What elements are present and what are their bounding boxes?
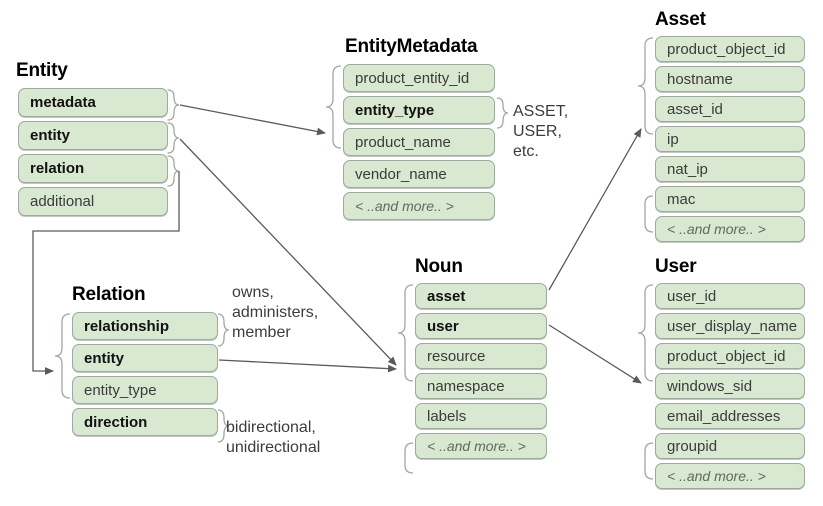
field-row[interactable]: asset_id xyxy=(655,96,805,122)
field-row[interactable]: product_name xyxy=(343,128,495,156)
wire-user-to-user xyxy=(548,324,642,384)
field-row[interactable]: < ..and more.. > xyxy=(343,192,495,220)
field-row[interactable]: entity_type xyxy=(72,376,218,404)
wire-metadata-to-entitymetadata xyxy=(179,104,326,136)
field-row[interactable]: < ..and more.. > xyxy=(655,463,805,489)
field-row[interactable]: user_display_name xyxy=(655,313,805,339)
field-row[interactable]: hostname xyxy=(655,66,805,92)
group-title-relation: Relation xyxy=(72,284,146,305)
field-row[interactable]: asset xyxy=(415,283,547,309)
field-row[interactable]: windows_sid xyxy=(655,373,805,399)
brace-relation-left xyxy=(54,313,71,399)
field-row[interactable]: product_object_id xyxy=(655,343,805,369)
field-row[interactable]: nat_ip xyxy=(655,156,805,182)
field-row[interactable]: < ..and more.. > xyxy=(415,433,547,459)
field-row[interactable]: product_entity_id xyxy=(343,64,495,92)
group-title-noun: Noun xyxy=(415,256,463,277)
field-row[interactable]: product_object_id xyxy=(655,36,805,62)
brace-asset-left xyxy=(637,37,654,135)
brace-entity-type xyxy=(496,97,509,129)
brace-entity-relation xyxy=(167,155,180,187)
field-row[interactable]: labels xyxy=(415,403,547,429)
brace-user-left xyxy=(637,284,654,382)
group-title-entity: Entity xyxy=(16,60,68,81)
annotation-direction-values: bidirectional, unidirectional xyxy=(226,419,321,456)
group-title-entitymetadata: EntityMetadata xyxy=(345,36,478,57)
field-row[interactable]: entity_type xyxy=(343,96,495,124)
field-row[interactable]: < ..and more.. > xyxy=(655,216,805,242)
field-row[interactable]: entity xyxy=(72,344,218,372)
brace-noun-left xyxy=(397,284,414,382)
field-row[interactable]: metadata xyxy=(18,88,168,117)
field-row[interactable]: direction xyxy=(72,408,218,436)
field-row[interactable]: relation xyxy=(18,154,168,183)
annotation-relationship-values: owns, administers, member xyxy=(232,284,319,341)
annotation-entity-type-values: ASSET, USER, etc. xyxy=(513,103,569,160)
field-row[interactable]: relationship xyxy=(72,312,218,340)
brace-entity-entity xyxy=(167,122,180,154)
brace-entity-metadata xyxy=(167,89,180,121)
field-row[interactable]: ip xyxy=(655,126,805,152)
group-title-user: User xyxy=(655,256,697,277)
brace-asset-more xyxy=(644,195,654,233)
field-row[interactable]: user xyxy=(415,313,547,339)
field-row[interactable]: user_id xyxy=(655,283,805,309)
field-row[interactable]: vendor_name xyxy=(343,160,495,188)
wire-relationentity-to-noun xyxy=(218,359,397,373)
field-row[interactable]: groupid xyxy=(655,433,805,459)
field-row[interactable]: mac xyxy=(655,186,805,212)
brace-noun-more xyxy=(404,442,414,474)
field-row[interactable]: namespace xyxy=(415,373,547,399)
brace-entitymetadata-left xyxy=(325,65,342,149)
field-row[interactable]: email_addresses xyxy=(655,403,805,429)
brace-user-more xyxy=(644,442,654,480)
group-title-asset: Asset xyxy=(655,9,706,30)
field-row[interactable]: additional xyxy=(18,187,168,216)
field-row[interactable]: resource xyxy=(415,343,547,369)
field-row[interactable]: entity xyxy=(18,121,168,150)
brace-relationship xyxy=(217,313,230,347)
